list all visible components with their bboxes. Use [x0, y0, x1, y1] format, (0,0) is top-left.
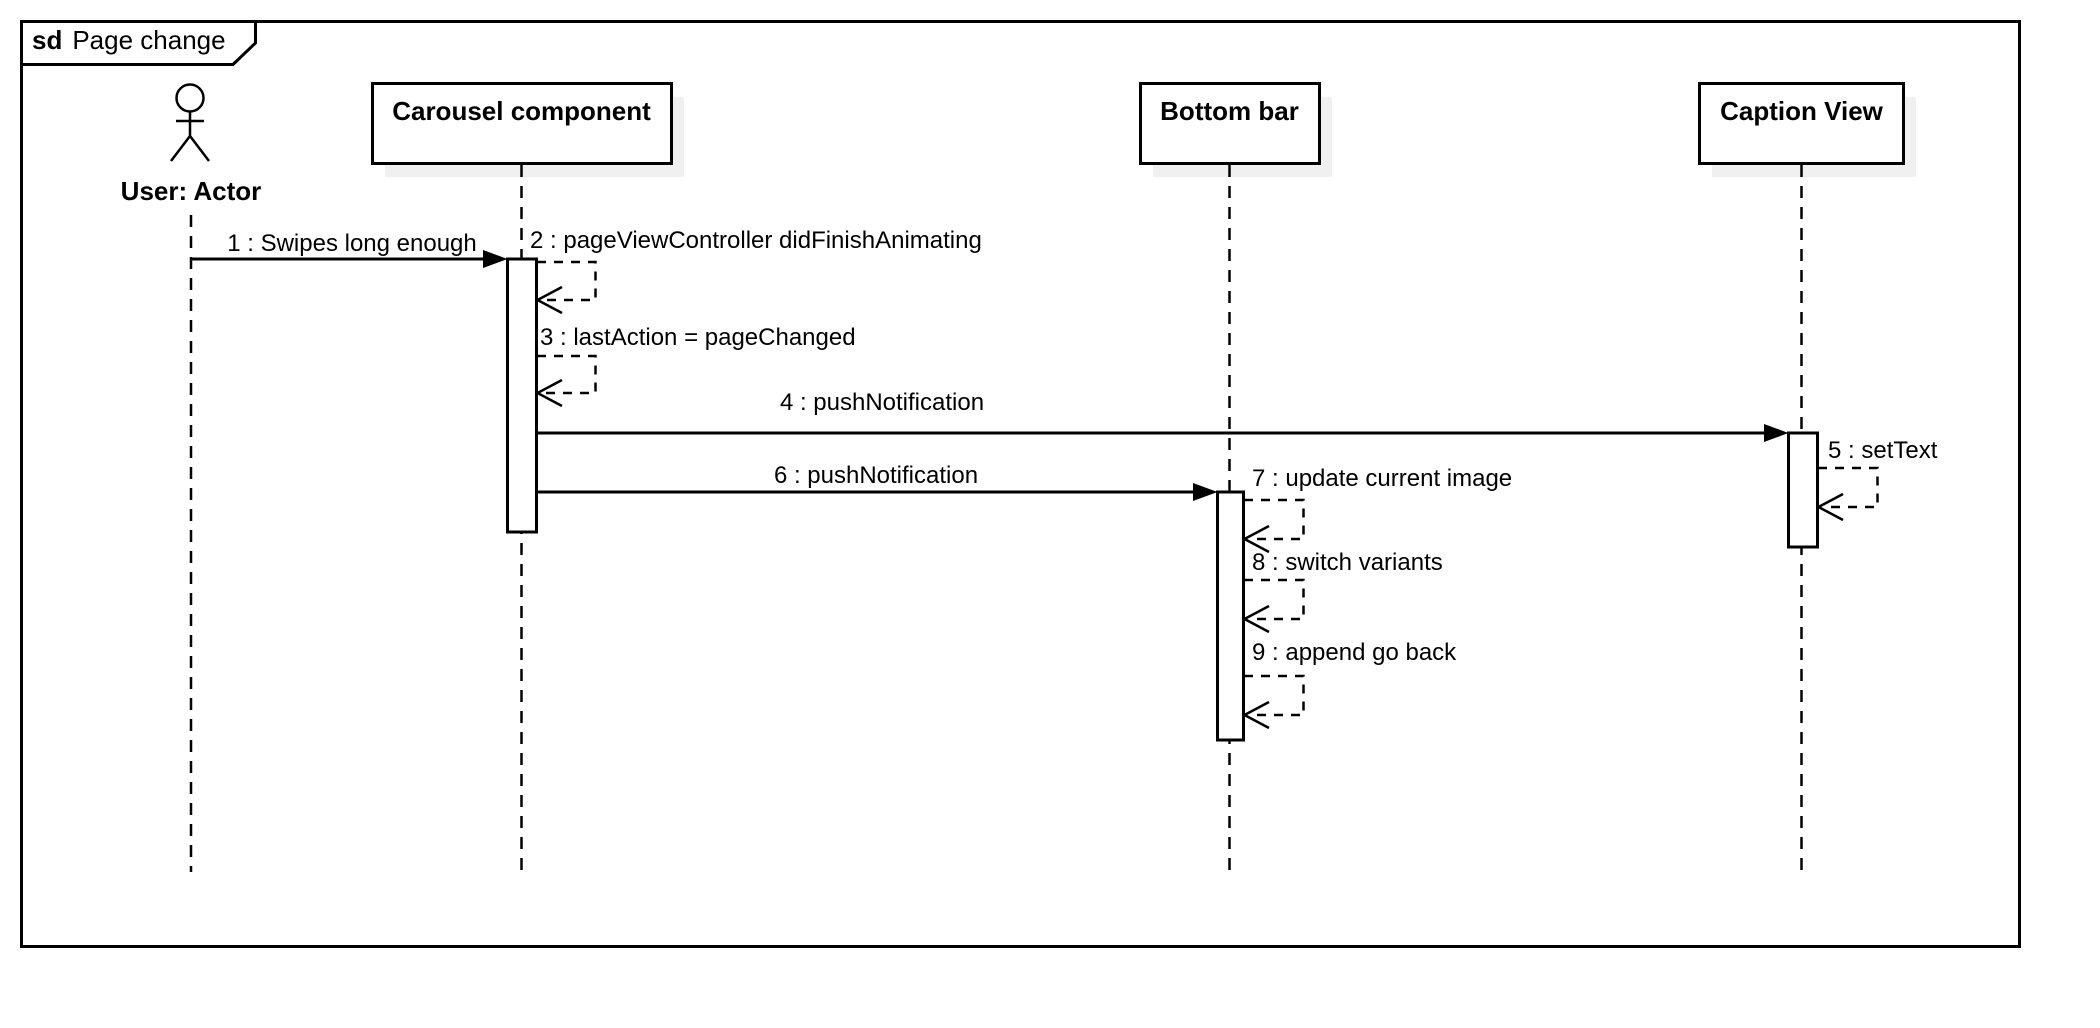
participant-bottombar: Bottom bar: [1139, 82, 1332, 872]
participant-carousel-box: [371, 82, 673, 165]
participant-user: User: Actor: [121, 83, 262, 872]
message-7-label: 7 : update current image: [1252, 465, 1512, 492]
message-3: 3 : lastAction = pageChanged: [534, 324, 856, 408]
message-1-label: 1 : Swipes long enough: [227, 230, 477, 257]
message-5-arrowhead-icon: [1815, 492, 1844, 522]
actor-icon: [170, 83, 210, 162]
message-6-label: 6 : pushNotification: [774, 462, 978, 489]
frame-border: [20, 20, 2021, 948]
participant-carousel-label: Carousel component: [392, 96, 651, 126]
message-4-arrowhead-icon: [1764, 424, 1789, 442]
message-8-arrowhead-icon: [1241, 604, 1270, 634]
message-9-label: 9 : append go back: [1252, 639, 1457, 666]
activation-caption: [1787, 431, 1819, 549]
message-9-loop: [1244, 674, 1305, 717]
message-7-loop: [1244, 498, 1305, 541]
message-6-arrowhead-icon: [1193, 483, 1218, 501]
message-2: 2 : pageViewController didFinishAnimatin…: [530, 227, 982, 315]
message-9-arrowhead-icon: [1241, 700, 1270, 730]
message-3-arrowhead-icon: [534, 378, 563, 408]
participant-caption-box: [1698, 82, 1905, 165]
participant-caption-label: Caption View: [1720, 96, 1884, 126]
message-5-loop: [1818, 466, 1879, 509]
message-1-arrowhead-icon: [483, 250, 508, 268]
frame-title: Page change: [72, 25, 225, 55]
message-2-arrowhead-icon: [534, 285, 563, 315]
message-4-label: 4 : pushNotification: [780, 389, 984, 416]
message-1: 1 : Swipes long enough: [191, 230, 508, 268]
participant-bottombar-label: Bottom bar: [1160, 96, 1299, 126]
message-3-loop: [537, 354, 597, 395]
message-2-label: 2 : pageViewController didFinishAnimatin…: [530, 227, 982, 254]
message-5: 5 : setText: [1815, 437, 1938, 522]
message-8-label: 8 : switch variants: [1252, 549, 1443, 576]
message-7: 7 : update current image: [1241, 465, 1512, 554]
message-3-label: 3 : lastAction = pageChanged: [540, 324, 856, 351]
participant-carousel: Carousel component: [371, 82, 684, 872]
message-4: 4 : pushNotification: [536, 389, 1789, 442]
participant-user-label: User: Actor: [121, 176, 262, 206]
message-2-loop: [537, 260, 597, 302]
participant-bottombar-box: [1139, 82, 1321, 165]
frame-label-tab: [20, 20, 257, 66]
message-8: 8 : switch variants: [1241, 549, 1443, 634]
message-8-loop: [1244, 578, 1305, 621]
participant-caption: Caption View: [1698, 82, 1916, 872]
message-6: 6 : pushNotification: [536, 462, 1218, 501]
activation-bottombar: [1216, 490, 1245, 742]
message-7-arrowhead-icon: [1241, 524, 1270, 554]
frame-keyword: sd: [32, 25, 62, 55]
frame-label: sd Page change: [32, 25, 226, 55]
activation-carousel: [506, 257, 538, 534]
message-5-label: 5 : setText: [1828, 437, 1938, 464]
message-9: 9 : append go back: [1241, 639, 1457, 730]
